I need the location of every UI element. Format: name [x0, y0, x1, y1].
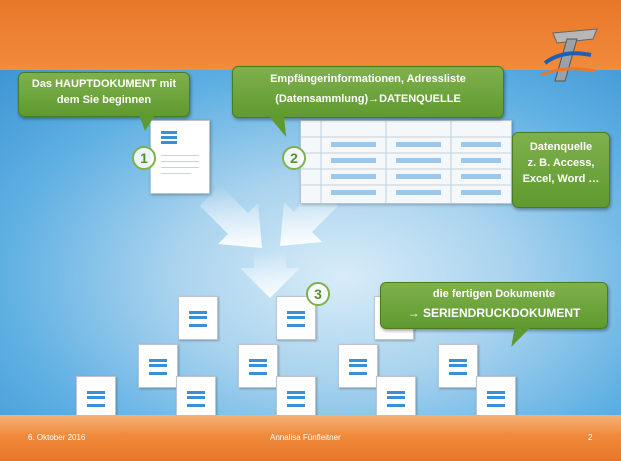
result-document [238, 344, 278, 388]
result-document [276, 376, 316, 420]
callout-hauptdokument-line1: Das HAUPTDOKUMENT mit [31, 78, 177, 90]
result-document [438, 344, 478, 388]
data-table [300, 120, 512, 204]
result-document [138, 344, 178, 388]
result-document [76, 376, 116, 420]
footer-date: 6. Oktober 2016 [28, 433, 86, 442]
callout-datenquelle: Datenquelle z. B. Access, Excel, Word … [512, 132, 610, 208]
callout-hauptdokument: Das HAUPTDOKUMENT mit dem Sie beginnen [18, 72, 190, 131]
result-document [476, 376, 516, 420]
main-document [150, 120, 210, 194]
footer-page-number: 2 [588, 433, 593, 442]
result-document [376, 376, 416, 420]
callout-empfaenger-line1: Empfängerinformationen, Adressliste [270, 73, 466, 85]
step-2-badge: 2 [282, 146, 306, 170]
callout-hauptdokument-line2: dem Sie beginnen [56, 94, 152, 106]
callout-empfaenger-line2: (Datensammlung)→DATENQUELLE [275, 93, 461, 105]
step-3-badge: 3 [306, 282, 330, 306]
result-document [176, 376, 216, 420]
callout-datenquelle-line1: Datenquelle [529, 141, 593, 153]
arrow-down [240, 250, 300, 298]
footer-band [0, 415, 621, 461]
callout-seriendruck: die fertigen Dokumente → SERIENDRUCKDOKU… [380, 282, 608, 347]
callout-seriendruck-line1: die fertigen Dokumente [432, 288, 556, 300]
callout-seriendruck-line2: → SERIENDRUCKDOKUMENT [407, 306, 581, 320]
logo-icon [540, 28, 598, 82]
arrow-left [200, 185, 262, 248]
callout-datenquelle-line3: Excel, Word … [522, 173, 600, 185]
result-document [178, 296, 218, 340]
result-document [338, 344, 378, 388]
step-1-badge: 1 [132, 146, 156, 170]
callout-datenquelle-line2: z. B. Access, [527, 157, 595, 169]
result-document [276, 296, 316, 340]
footer-author: Annalisa Fünfleitner [270, 433, 341, 442]
callout-empfaenger: Empfängerinformationen, Adressliste (Dat… [232, 66, 504, 137]
